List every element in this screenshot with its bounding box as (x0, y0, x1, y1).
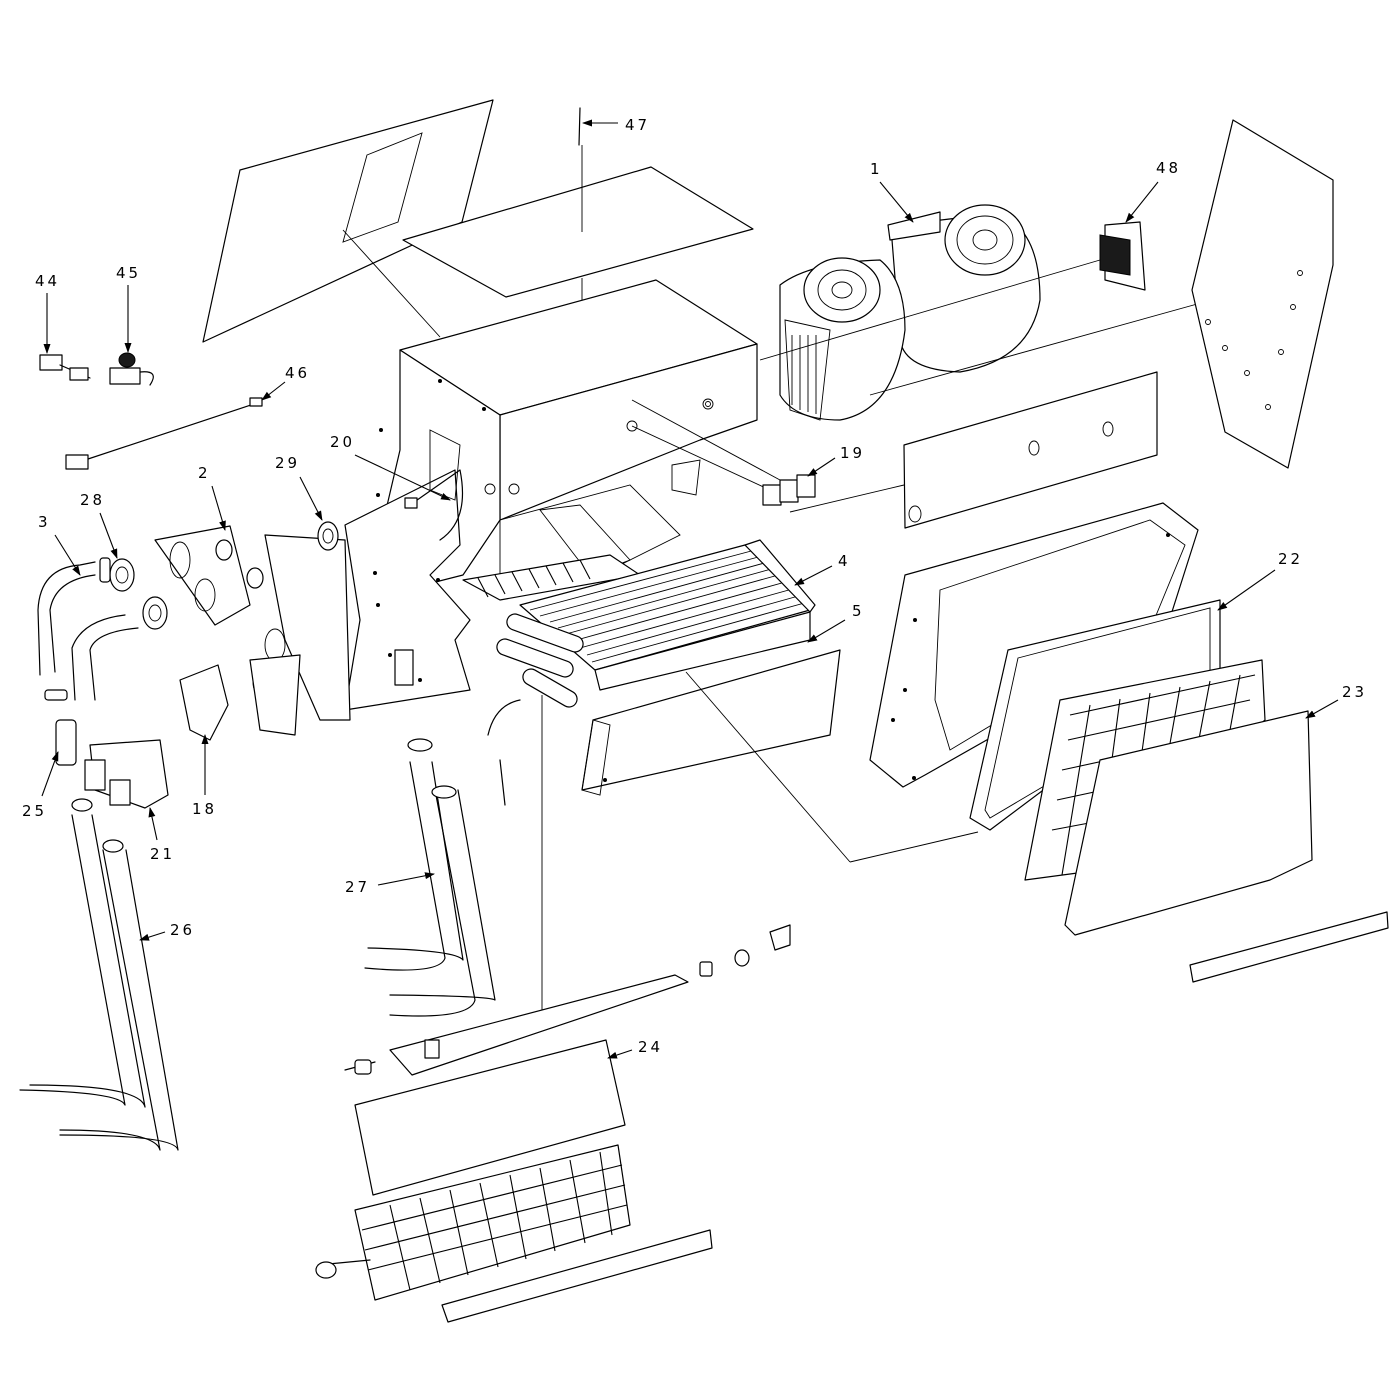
callout-26: 26 (139, 921, 195, 941)
hose-27 (364, 695, 543, 1017)
trim-strip-right (1189, 911, 1389, 983)
callout-28: 28 (80, 491, 118, 559)
callout-22-label: 22 (1278, 550, 1303, 568)
callout-27: 27 (345, 872, 435, 896)
hose-3 (37, 557, 139, 701)
top-plate (402, 166, 754, 298)
callout-20-label: 20 (330, 433, 355, 451)
callout-45-label: 45 (116, 264, 141, 282)
callout-46-label: 46 (285, 364, 310, 382)
sensor-45 (109, 352, 154, 386)
small-fittings (699, 924, 791, 977)
callouts: 1 2 3 4 5 18 19 20 (22, 116, 1367, 1059)
callout-24: 24 (607, 1038, 663, 1059)
callout-46: 46 (261, 364, 310, 401)
callout-20: 20 (330, 433, 451, 501)
callout-23: 23 (1305, 683, 1367, 719)
callout-47: 47 (582, 116, 650, 134)
bottom-panel-24 (354, 1039, 626, 1196)
left-flange-plate (154, 525, 251, 626)
right-side-panel (1191, 119, 1334, 469)
callout-18-label: 18 (192, 800, 217, 818)
callout-19: 19 (807, 444, 865, 477)
callout-2-label: 2 (198, 464, 211, 482)
grommets (109, 521, 339, 630)
callout-2: 2 (198, 464, 226, 531)
rear-plate (789, 371, 1158, 529)
callout-25-label: 25 (22, 802, 47, 820)
wire-harness-20 (404, 469, 464, 541)
callout-1-label: 1 (870, 160, 883, 178)
callout-1: 1 (870, 160, 914, 223)
hose-25 (55, 719, 77, 766)
callout-4: 4 (794, 552, 851, 586)
side-bracket (344, 429, 471, 711)
callout-27-label: 27 (345, 878, 370, 896)
callout-44-label: 44 (35, 272, 60, 290)
callout-28-label: 28 (80, 491, 105, 509)
callout-19-label: 19 (840, 444, 865, 462)
hose-26 (19, 798, 179, 1151)
callout-21-label: 21 (150, 845, 175, 863)
top-cover-panel (202, 99, 494, 343)
callout-21: 21 (148, 807, 175, 863)
bottom-strip (441, 1229, 713, 1323)
callout-29: 29 (275, 454, 323, 521)
bottom-grille (315, 1144, 631, 1301)
callout-3: 3 (38, 513, 81, 576)
drain-tray (344, 974, 689, 1076)
callout-25: 25 (22, 751, 59, 820)
lower-drip-pan (581, 649, 979, 863)
callout-44: 44 (35, 272, 60, 354)
callout-3-label: 3 (38, 513, 51, 531)
heater-core (496, 539, 816, 708)
callout-29-label: 29 (275, 454, 300, 472)
callout-22: 22 (1217, 550, 1303, 611)
water-valve (84, 739, 169, 809)
control-module (1099, 221, 1146, 291)
callout-48: 48 (1125, 159, 1181, 223)
callout-5: 5 (807, 602, 865, 643)
callout-5-label: 5 (852, 602, 865, 620)
callout-47-label: 47 (625, 116, 650, 134)
callout-45: 45 (116, 264, 141, 353)
callout-26-label: 26 (170, 921, 195, 939)
mounting-bracket-18 (179, 654, 301, 741)
wire-harness-46 (65, 397, 263, 470)
callout-23-label: 23 (1342, 683, 1367, 701)
blower-motor-front (759, 257, 1263, 421)
connector-44 (39, 354, 91, 381)
relay-block (762, 474, 816, 506)
callout-18: 18 (192, 734, 217, 818)
callout-24-label: 24 (638, 1038, 663, 1056)
blower-motor-rear (887, 204, 1041, 373)
callout-48-label: 48 (1156, 159, 1181, 177)
callout-4-label: 4 (838, 552, 851, 570)
